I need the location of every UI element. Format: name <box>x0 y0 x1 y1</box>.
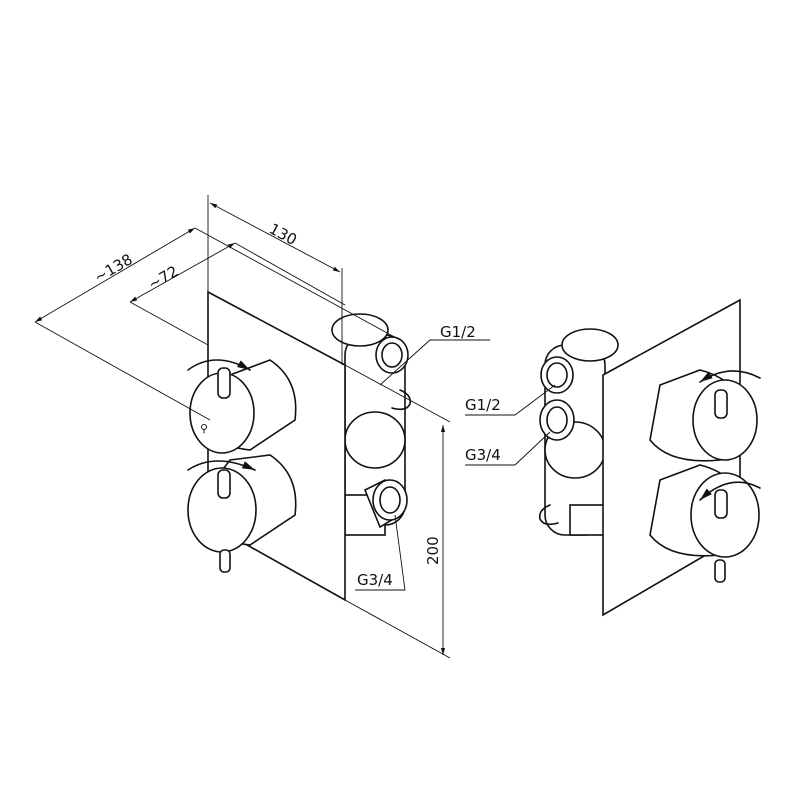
right-g12-label: G1/2 <box>465 396 501 414</box>
left-port-g34 <box>363 478 408 529</box>
body-depth-dimension-label: ~72 <box>145 262 181 293</box>
right-callouts: G1/2 G3/4 <box>465 384 556 466</box>
right-port-g12 <box>540 356 574 394</box>
right-thermostat-handle <box>649 464 761 583</box>
shower-icon: ⚲ <box>200 422 208 435</box>
left-g34-label: G3/4 <box>357 571 393 589</box>
right-g34-label: G3/4 <box>465 446 501 464</box>
right-mixer-view <box>538 298 761 617</box>
left-diverter-handle: ⚲ <box>187 359 297 454</box>
left-thermostat-handle <box>187 454 297 573</box>
left-g12-label: G1/2 <box>440 323 476 341</box>
left-mixer-view: ⚲ <box>187 290 412 602</box>
height-dimension-label: 200 <box>424 536 442 565</box>
total-depth-dimension-label: ~138 <box>91 250 136 286</box>
left-callouts: G1/2 G3/4 <box>355 323 490 591</box>
right-diverter-handle <box>649 369 761 462</box>
left-port-g12 <box>375 336 409 374</box>
width-dimension-label: 130 <box>266 220 300 249</box>
right-port-g34 <box>539 399 575 441</box>
